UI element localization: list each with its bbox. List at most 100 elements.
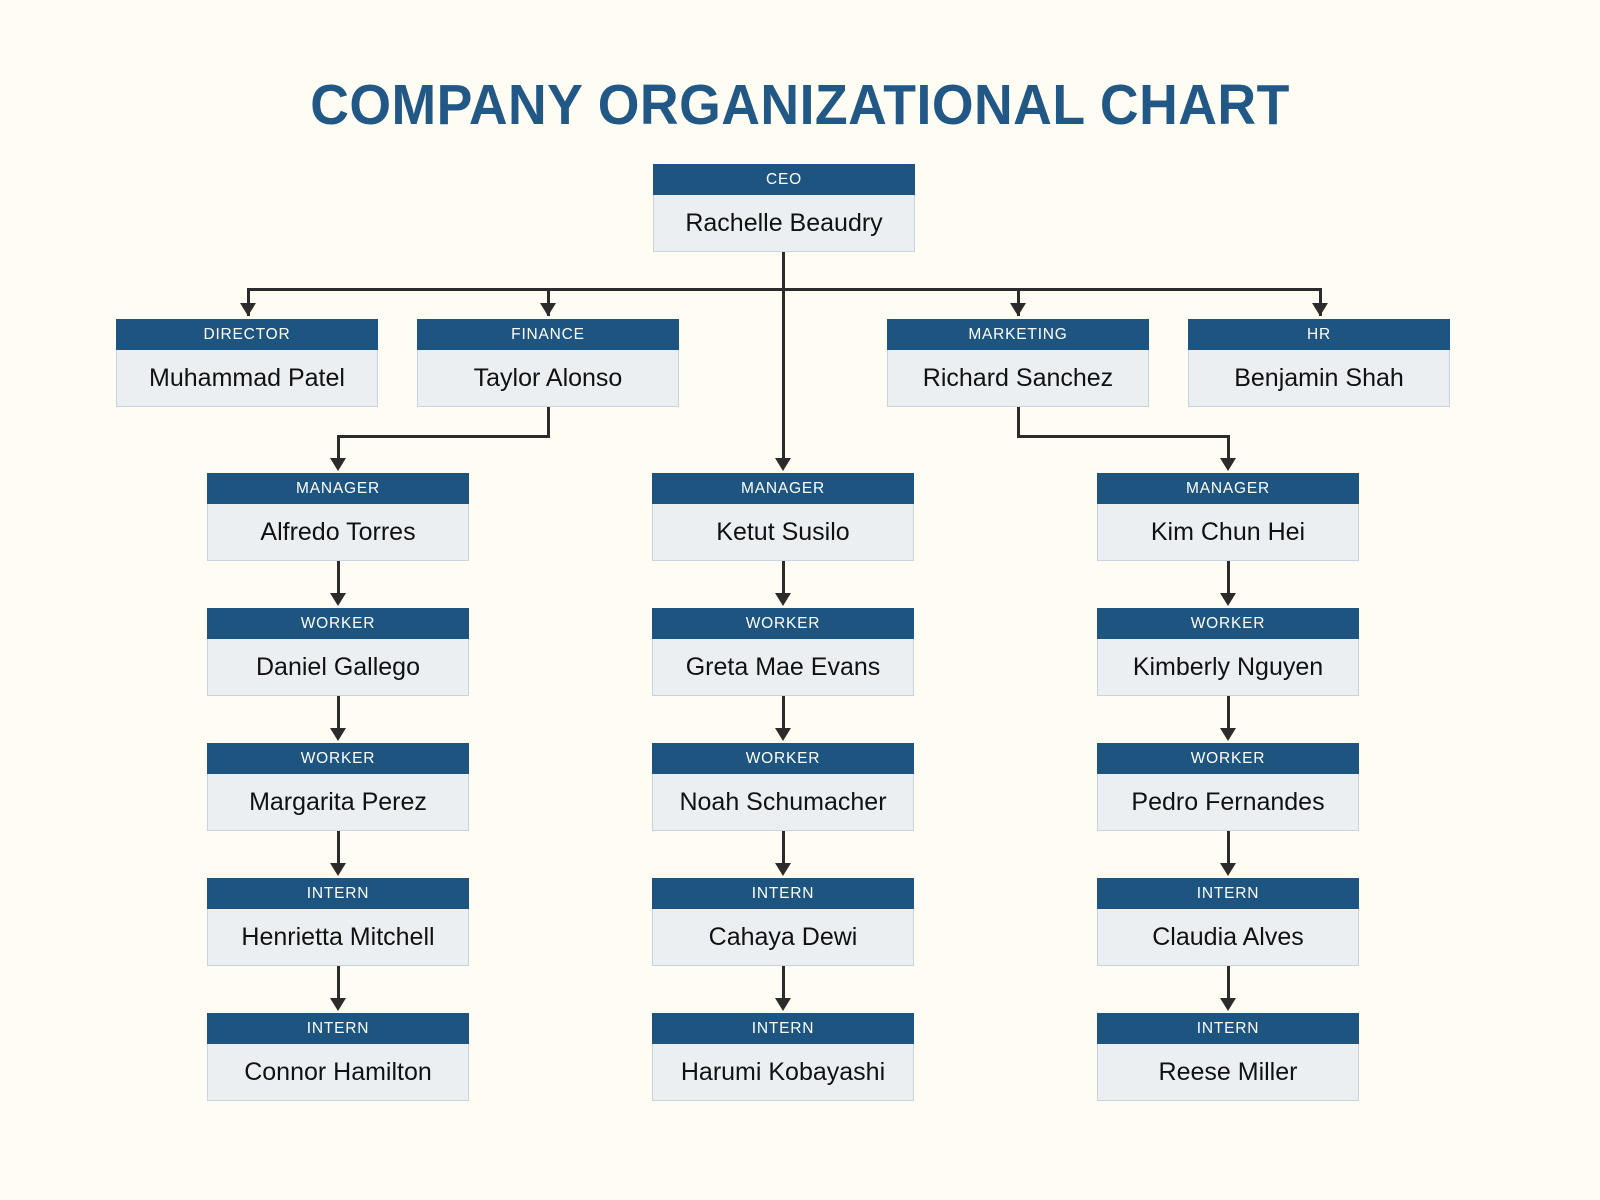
node-intern-1b-name: Connor Hamilton xyxy=(207,1044,469,1101)
node-finance-role: FINANCE xyxy=(417,319,679,350)
node-worker-2b-role: WORKER xyxy=(652,743,914,774)
node-worker-3a-role: WORKER xyxy=(1097,608,1359,639)
node-intern-3a-name: Claudia Alves xyxy=(1097,909,1359,966)
node-manager-3[interactable]: MANAGER Kim Chun Hei xyxy=(1097,473,1359,561)
arrowhead-marketing xyxy=(1010,303,1026,316)
arrowhead-worker1b xyxy=(330,728,346,741)
node-director[interactable]: DIRECTOR Muhammad Patel xyxy=(116,319,378,407)
connector-worker1a-to-worker1b xyxy=(337,695,340,733)
connector-ceo-to-manager-center xyxy=(782,288,785,463)
node-intern-2a-name: Cahaya Dewi xyxy=(652,909,914,966)
connector-worker1b-to-intern1a xyxy=(337,830,340,868)
node-worker-1b-role: WORKER xyxy=(207,743,469,774)
node-worker-3a-name: Kimberly Nguyen xyxy=(1097,639,1359,696)
arrowhead-worker2a xyxy=(775,593,791,606)
node-manager-3-role: MANAGER xyxy=(1097,473,1359,504)
node-intern-3b-name: Reese Miller xyxy=(1097,1044,1359,1101)
node-marketing-name: Richard Sanchez xyxy=(887,350,1149,407)
connector-worker3a-to-worker3b xyxy=(1227,695,1230,733)
connector-marketing-run xyxy=(1017,435,1230,438)
node-director-role: DIRECTOR xyxy=(116,319,378,350)
connector-bus-to-director xyxy=(247,288,250,316)
node-intern-2b[interactable]: INTERN Harumi Kobayashi xyxy=(652,1013,914,1101)
arrowhead-manager-left xyxy=(330,458,346,471)
node-director-name: Muhammad Patel xyxy=(116,350,378,407)
node-hr-role: HR xyxy=(1188,319,1450,350)
connector-finance-drop xyxy=(547,404,550,437)
page-title: COMPANY ORGANIZATIONAL CHART xyxy=(310,73,1290,137)
node-worker-3a[interactable]: WORKER Kimberly Nguyen xyxy=(1097,608,1359,696)
arrowhead-manager-center xyxy=(775,458,791,471)
node-worker-2b[interactable]: WORKER Noah Schumacher xyxy=(652,743,914,831)
node-manager-2-name: Ketut Susilo xyxy=(652,504,914,561)
arrowhead-hr xyxy=(1312,303,1328,316)
node-manager-3-name: Kim Chun Hei xyxy=(1097,504,1359,561)
node-ceo[interactable]: CEO Rachelle Beaudry xyxy=(653,164,915,252)
node-intern-1a-name: Henrietta Mitchell xyxy=(207,909,469,966)
arrowhead-manager-right xyxy=(1220,458,1236,471)
node-intern-2b-role: INTERN xyxy=(652,1013,914,1044)
arrowhead-director xyxy=(240,303,256,316)
connector-marketing-to-manager-right xyxy=(1227,435,1230,463)
node-intern-2b-name: Harumi Kobayashi xyxy=(652,1044,914,1101)
connector-bus-to-marketing xyxy=(1017,288,1020,316)
node-intern-3b[interactable]: INTERN Reese Miller xyxy=(1097,1013,1359,1101)
node-worker-1a[interactable]: WORKER Daniel Gallego xyxy=(207,608,469,696)
connector-finance-to-manager-left xyxy=(337,435,340,463)
connector-marketing-drop xyxy=(1017,404,1020,437)
node-worker-2a-name: Greta Mae Evans xyxy=(652,639,914,696)
node-intern-2a-role: INTERN xyxy=(652,878,914,909)
node-worker-1a-role: WORKER xyxy=(207,608,469,639)
connector-intern2a-to-intern2b xyxy=(782,965,785,1003)
node-worker-2b-name: Noah Schumacher xyxy=(652,774,914,831)
node-hr[interactable]: HR Benjamin Shah xyxy=(1188,319,1450,407)
arrowhead-worker2b xyxy=(775,728,791,741)
node-finance-name: Taylor Alonso xyxy=(417,350,679,407)
arrowhead-finance xyxy=(540,303,556,316)
node-worker-3b-role: WORKER xyxy=(1097,743,1359,774)
connector-manager1-to-worker1a xyxy=(337,560,340,598)
connector-worker3b-to-intern3a xyxy=(1227,830,1230,868)
node-worker-1b[interactable]: WORKER Margarita Perez xyxy=(207,743,469,831)
node-manager-1[interactable]: MANAGER Alfredo Torres xyxy=(207,473,469,561)
connector-manager2-to-worker2a xyxy=(782,560,785,598)
node-worker-3b[interactable]: WORKER Pedro Fernandes xyxy=(1097,743,1359,831)
node-intern-1b[interactable]: INTERN Connor Hamilton xyxy=(207,1013,469,1101)
arrowhead-intern2a xyxy=(775,863,791,876)
node-intern-2a[interactable]: INTERN Cahaya Dewi xyxy=(652,878,914,966)
connector-worker2a-to-worker2b xyxy=(782,695,785,733)
connector-bus-to-hr xyxy=(1319,288,1322,316)
connector-finance-run xyxy=(337,435,550,438)
node-worker-2a[interactable]: WORKER Greta Mae Evans xyxy=(652,608,914,696)
node-worker-2a-role: WORKER xyxy=(652,608,914,639)
connector-ceo-bus xyxy=(249,288,1322,291)
node-worker-3b-name: Pedro Fernandes xyxy=(1097,774,1359,831)
arrowhead-intern3b xyxy=(1220,998,1236,1011)
node-intern-3b-role: INTERN xyxy=(1097,1013,1359,1044)
node-intern-3a[interactable]: INTERN Claudia Alves xyxy=(1097,878,1359,966)
node-finance[interactable]: FINANCE Taylor Alonso xyxy=(417,319,679,407)
arrowhead-intern1b xyxy=(330,998,346,1011)
node-hr-name: Benjamin Shah xyxy=(1188,350,1450,407)
node-ceo-name: Rachelle Beaudry xyxy=(653,195,915,252)
node-intern-1a[interactable]: INTERN Henrietta Mitchell xyxy=(207,878,469,966)
node-worker-1b-name: Margarita Perez xyxy=(207,774,469,831)
node-worker-1a-name: Daniel Gallego xyxy=(207,639,469,696)
node-manager-1-name: Alfredo Torres xyxy=(207,504,469,561)
arrowhead-intern2b xyxy=(775,998,791,1011)
node-marketing-role: MARKETING xyxy=(887,319,1149,350)
node-intern-1a-role: INTERN xyxy=(207,878,469,909)
connector-worker2b-to-intern2a xyxy=(782,830,785,868)
node-marketing[interactable]: MARKETING Richard Sanchez xyxy=(887,319,1149,407)
node-ceo-role: CEO xyxy=(653,164,915,195)
arrowhead-worker3b xyxy=(1220,728,1236,741)
arrowhead-worker1a xyxy=(330,593,346,606)
node-manager-2-role: MANAGER xyxy=(652,473,914,504)
connector-intern1a-to-intern1b xyxy=(337,965,340,1003)
connector-intern3a-to-intern3b xyxy=(1227,965,1230,1003)
node-intern-1b-role: INTERN xyxy=(207,1013,469,1044)
node-manager-2[interactable]: MANAGER Ketut Susilo xyxy=(652,473,914,561)
arrowhead-worker3a xyxy=(1220,593,1236,606)
arrowhead-intern1a xyxy=(330,863,346,876)
